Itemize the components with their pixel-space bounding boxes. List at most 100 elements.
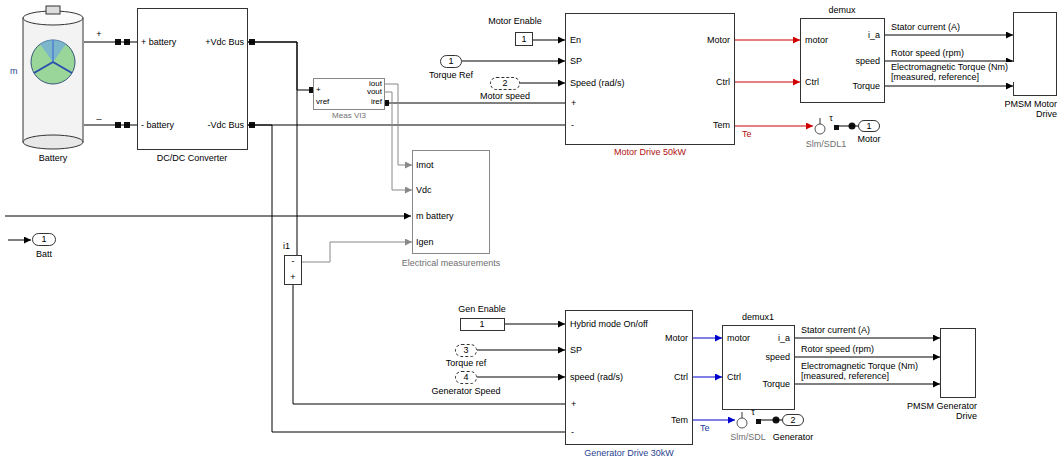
signal-label: Electromagnetic Torque (Nm) [measured, r… (800, 361, 938, 381)
port-label: Imot (416, 160, 434, 170)
port-label: Hybrid mode On/off (570, 319, 648, 329)
scope-block: PMSM Generator Drive (940, 328, 976, 398)
port-label: 1 (41, 234, 46, 244)
signal-wire (735, 82, 800, 83)
port-label: SP (570, 56, 582, 66)
motor-drive-block: EnSPSpeed (rad/s)+-MotorCtrlTemMotor Dri… (565, 13, 735, 145)
terminal-label: + (96, 29, 101, 39)
port-label: Speed (rad/s) (570, 78, 625, 88)
signal-wire (8, 240, 31, 241)
inport-block: 1Torque Ref (440, 55, 462, 68)
port-label: 4 (463, 372, 468, 382)
block-title: Torque Ref (429, 70, 473, 80)
signal-wire (795, 357, 940, 358)
signal-label: Rotor speed (rpm) (890, 48, 965, 58)
block-title: Motor (857, 134, 880, 144)
signal-wire (533, 40, 565, 41)
port-label: Ctrl (805, 77, 819, 87)
port-label: + (571, 98, 576, 108)
block-title: Generator (773, 432, 814, 442)
signal-wire (735, 40, 800, 41)
block-title: Meas VI3 (332, 111, 366, 120)
from-tag-block: 3Torque ref (455, 344, 477, 357)
signal-label: Rotor speed (rpm) (800, 344, 875, 354)
port-label: Ctrl (727, 372, 741, 382)
dcdc-converter-block: + battery- battery+Vdc Bus-Vdc BusDC/DC … (137, 8, 248, 150)
demux-block: motorCtrli_aspeedTorquedemux1 (722, 325, 795, 410)
port-label: Motor (707, 35, 730, 45)
constant-block: 1Gen Enable (460, 318, 505, 331)
port-label: 1 (448, 56, 453, 66)
signal-wire (302, 242, 412, 262)
port-label: - (292, 256, 295, 266)
block-title: demux1 (742, 312, 774, 322)
port-label: iref (371, 97, 382, 106)
signal-wire (693, 338, 722, 339)
block-title: Motor Enable (488, 16, 542, 26)
block-title: Gen Enable (458, 304, 506, 314)
port-label: Motor (665, 333, 688, 343)
block-title: Slm/SDL (730, 432, 766, 442)
port-label: + (290, 272, 295, 282)
port-label: +Vdc Bus (205, 37, 244, 47)
constant-block: 1Motor Enable (515, 32, 533, 46)
port-label: motor (805, 35, 828, 45)
port-label: 2 (790, 415, 795, 425)
port-label: SP (570, 345, 582, 355)
port-label: Ctrl (716, 77, 730, 87)
port-label: speed (855, 56, 880, 66)
current-sensor-block: -+i1 (284, 255, 302, 285)
battery-symbol (23, 6, 83, 149)
sdl-converter-block: τSlm/SDL (735, 410, 761, 430)
signal-wire (885, 35, 1013, 36)
port-label: Tem (671, 415, 688, 425)
port-label: + (316, 85, 321, 94)
signal-wire (839, 126, 858, 127)
block-title: τ (751, 407, 755, 417)
signal-label: Electromagnetic Torque (Nm) [measured, r… (890, 62, 1018, 82)
block-title: Generator Speed (431, 386, 500, 396)
sdl-converter-block: τSlm/SDL1 (813, 116, 839, 136)
generator-drive-block: Hybrid mode On/offSPspeed (rad/s)+-Motor… (565, 310, 693, 445)
block-title: Battery (39, 153, 68, 163)
port-label: i_a (868, 30, 880, 40)
port-label: -Vdc Bus (207, 120, 244, 130)
port-label: Tem (713, 120, 730, 130)
from-tag-block: 4Generator Speed (455, 371, 477, 384)
terminal-label: _ (96, 110, 101, 120)
signal-wire (385, 92, 412, 190)
port-label: + battery (141, 37, 176, 47)
signal-label: Te (741, 129, 753, 139)
signal-wire (385, 84, 412, 165)
block-title: DC/DC Converter (157, 153, 228, 163)
signal-wire (462, 61, 565, 62)
signal-wire (248, 125, 565, 432)
port-label: 3 (463, 345, 468, 355)
block-title: Motor Drive 50kW (614, 147, 686, 157)
signal-wire (477, 377, 565, 378)
battery-block: Battery (22, 8, 84, 150)
port-label: En (570, 35, 581, 45)
block-title: PMSM Generator Drive (903, 401, 977, 421)
signal-wire (477, 350, 565, 351)
signal-wire (293, 285, 565, 404)
signal-label: Stator current (A) (890, 22, 961, 32)
signal-wire (5, 216, 411, 217)
block-title: Slm/SDL1 (806, 139, 847, 149)
block-title: demux (828, 5, 855, 15)
block-title: PMSM Motor Drive (997, 99, 1057, 119)
signal-wire (84, 42, 137, 43)
outport-block: 1Motor (858, 120, 880, 132)
port-label: speed (rad/s) (570, 372, 623, 382)
signal-label: Te (699, 423, 711, 433)
signal-wire (795, 384, 940, 385)
inport-block: 1Batt (32, 233, 56, 246)
port-label: iout (369, 79, 382, 88)
signal-wire (505, 324, 565, 325)
block-title: Generator Drive 30kW (584, 448, 674, 458)
terminal-label: m (10, 66, 18, 76)
port-label: vref (316, 97, 329, 106)
port-label: i_a (778, 333, 790, 343)
port-label: 1 (479, 319, 484, 329)
